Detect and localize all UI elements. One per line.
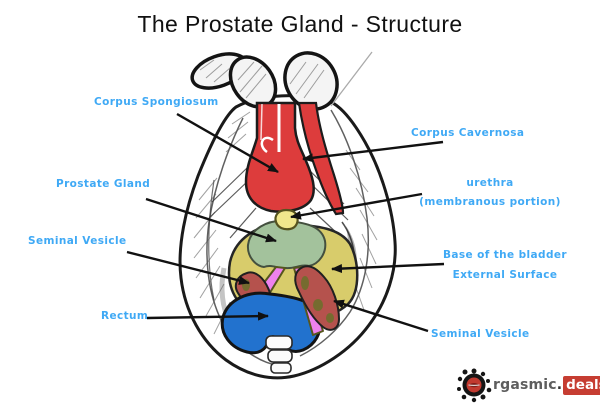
label-rectum: Rectum (101, 310, 149, 322)
leader-seminal-vesicle-right (333, 299, 429, 333)
page-title: The Prostate Gland - Structure (137, 11, 463, 37)
leader-corpus-spongiosum (176, 112, 279, 174)
logo-dot: . (556, 377, 563, 393)
leader-corpus-cavernosa (302, 140, 444, 163)
label-bladder-line1: Base of the bladder (443, 249, 567, 261)
leader-arrows (126, 112, 445, 333)
brand-logo: rgasmic . deals (455, 365, 600, 405)
label-urethra-line1: urethra (466, 177, 514, 189)
leader-urethra (290, 192, 423, 220)
logo-splat-icon (457, 368, 492, 403)
leader-seminal-vesicle-left (126, 250, 250, 285)
leader-rectum (146, 311, 269, 321)
top-ovals-sketch (190, 51, 339, 111)
label-corpus-cavernosa: Corpus Cavernosa (411, 127, 525, 139)
logo-text: rgasmic (493, 377, 557, 393)
label-bladder-line2: External Surface (452, 269, 558, 281)
corpus-cavernosa-shape (297, 101, 345, 216)
label-corpus-spongiosum: Corpus Spongiosum (94, 96, 219, 108)
seminal-vesicle-right-shape (294, 265, 341, 331)
label-bladder: Base of the bladder External Surface (420, 245, 590, 285)
label-urethra: urethra (membranous portion) (405, 174, 575, 212)
label-seminal-vesicle-right: Seminal Vesicle (431, 328, 530, 340)
vertebrae-sketch (265, 335, 293, 374)
label-urethra-line2: (membranous portion) (419, 196, 561, 208)
label-seminal-vesicle-left: Seminal Vesicle (28, 235, 127, 247)
corpus-spongiosum-shape (244, 101, 315, 213)
logo-deals-badge: deals (563, 375, 600, 395)
leader-prostate-gland (145, 197, 277, 243)
leader-bladder (331, 262, 445, 274)
label-prostate-gland: Prostate Gland (56, 178, 151, 190)
urethra-shape (274, 208, 299, 231)
